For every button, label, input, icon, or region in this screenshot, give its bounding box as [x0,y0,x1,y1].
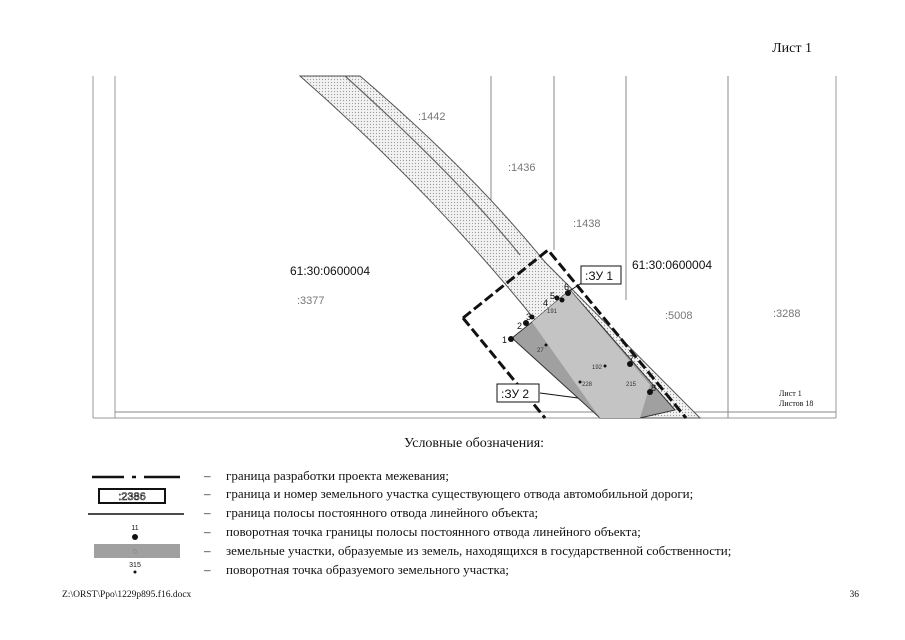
cadastral-map: :1442 :1436 :1438 :3377 :5008 :3288 61:3… [92,75,837,419]
symbol-turning-point: 11 [131,525,139,540]
plot-label: :ЗУ 2 [501,387,529,401]
symbol-point-number: 11 [131,525,138,532]
legend-item: –земельные участки, образуемые из земель… [204,543,731,559]
zu2-box [496,383,540,403]
small-number: 192 [592,365,603,371]
legend-dash: – [204,468,211,483]
point-number: 2 [517,321,522,331]
legend-item-text: поворотная точка границы полосы постоянн… [226,524,641,539]
legend-item: –граница разработки проекта межевания; [204,468,449,484]
point-number: 6 [564,282,569,292]
legend-item-text: граница разработки проекта межевания; [226,468,450,483]
point-number: 5 [550,291,555,301]
point-number: 1 [502,335,507,345]
point-number: 3 [526,312,531,322]
legend-title: Условные обозначения: [404,436,545,451]
legend-symbols: :2386 11 0 315 [88,475,184,574]
legend-dash: – [204,524,211,539]
parcel-number: :1442 [418,111,446,123]
legend-item-text: граница полосы постоянного отвода линейн… [226,505,539,520]
footer-page-number: 36 [849,590,860,600]
point-number: 4 [543,298,548,308]
map-frame [92,76,837,419]
symbol-parcel-label: :2386 [118,491,146,503]
footer-file-path: Z:\ORST\Ppo\1229p895.f16.docx [62,590,192,600]
parcel-number: :1438 [573,218,601,230]
legend-dash: – [204,486,211,501]
svg-text:0: 0 [133,549,137,556]
legend-item: –граница полосы постоянного отвода линей… [204,505,538,521]
legend-dash: – [204,562,211,577]
legend-item: –граница и номер земельного участка суще… [204,486,693,502]
formed-plot-light [532,290,650,418]
legend-dash: – [204,543,211,558]
zu1-box [580,265,622,285]
road-strip [298,75,702,419]
small-number: 228 [582,382,593,388]
stamp-sheet: Лист 1 [779,389,802,398]
legend-item-text: земельные участки, образуемые из земель,… [226,543,732,558]
point-number: 7 [629,354,634,364]
parcel-number: :3377 [297,295,325,307]
symbol-plot-number: 315 [129,562,141,569]
parcel-number: :3288 [773,308,801,320]
legend-dash: – [204,505,211,520]
legend-item-text: граница и номер земельного участка сущес… [226,486,694,501]
turning-points [508,290,653,395]
legend-item: –поворотная точка образуемого земельного… [204,562,509,578]
cadastral-block: 61:30:0600004 [290,264,370,278]
cadastral-block: 61:30:0600004 [632,258,712,272]
zu2-leader [539,392,579,399]
sheet-label: Лист 1 [772,41,812,56]
small-number: 27 [537,348,544,354]
legend-item-text: поворотная точка образуемого земельного … [226,562,509,577]
symbol-formed-plot: 0 315 [94,544,180,574]
parcel-number: :5008 [665,310,693,322]
small-number: 191 [547,309,558,315]
stamp-sheets-total: Листов 18 [779,399,813,408]
small-number: 215 [626,382,637,388]
point-number: 8 [651,383,656,393]
road-edge [344,75,521,256]
legend-item: –поворотная точка границы полосы постоян… [204,524,641,540]
plot-label: :ЗУ 1 [585,269,613,283]
parcel-number: :1436 [508,162,536,174]
symbol-parcel-boundary: :2386 [98,488,166,504]
